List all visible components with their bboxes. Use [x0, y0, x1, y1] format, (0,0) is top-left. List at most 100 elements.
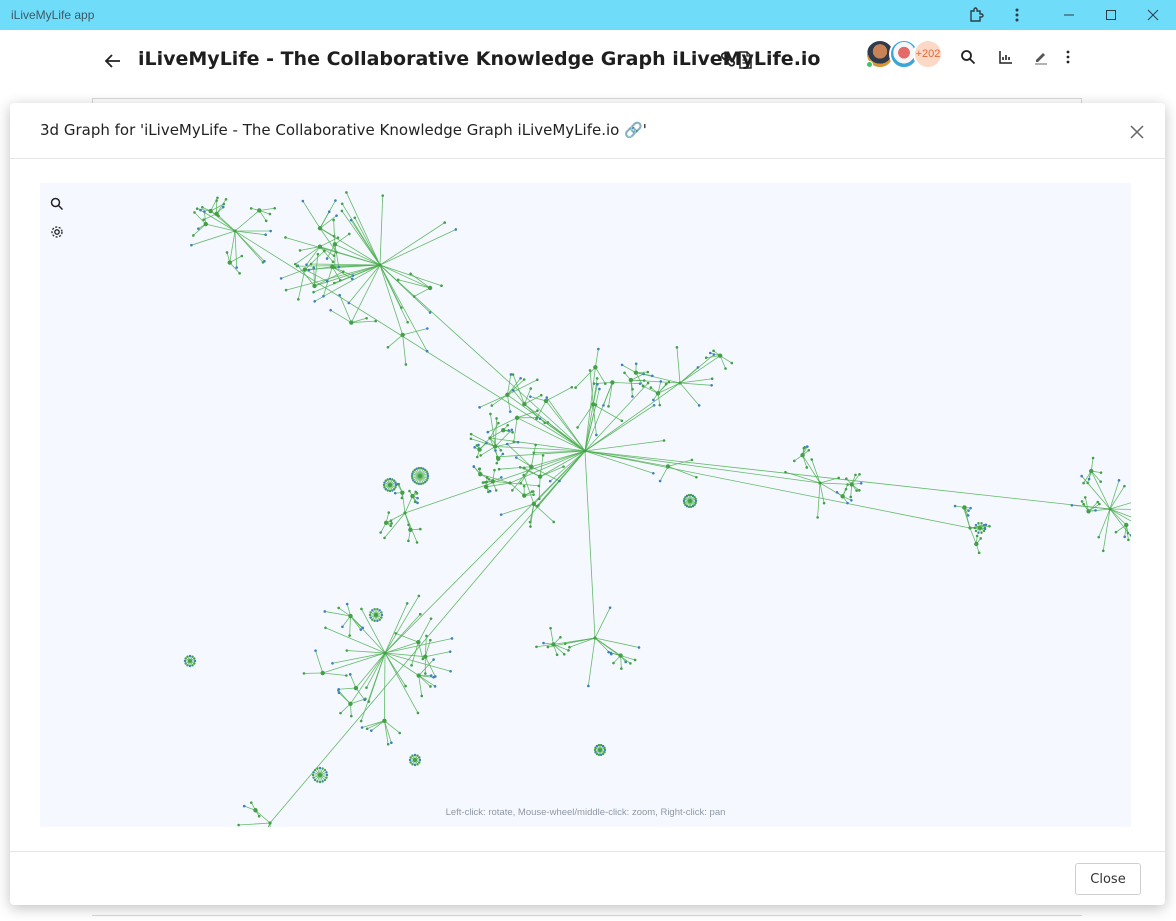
graph-node: [962, 506, 965, 510]
graph-node: [488, 436, 492, 440]
link-icon[interactable]: [720, 51, 736, 73]
graph-node: [638, 382, 642, 385]
graph-link: [538, 476, 541, 499]
graph-node: [386, 489, 389, 492]
graph-link: [238, 822, 271, 826]
graph-link: [679, 355, 721, 384]
kebab-icon[interactable]: [1057, 46, 1079, 68]
graph-node: [479, 454, 482, 457]
graph-node: [548, 479, 552, 483]
graph-node: [400, 490, 405, 495]
graph-node: [537, 474, 543, 479]
graph-node: [410, 664, 413, 667]
edit-icon[interactable]: [1030, 46, 1052, 68]
graph-node: [849, 495, 853, 499]
graph-visualization[interactable]: [40, 183, 1131, 827]
graph-node: [448, 650, 452, 653]
graph-node: [537, 497, 541, 501]
graph-node: [652, 398, 655, 402]
graph-node: [859, 481, 863, 485]
graph-node: [710, 384, 713, 387]
graph-link: [516, 417, 586, 452]
graph-node: [494, 489, 498, 492]
graph-node: [803, 446, 807, 449]
modal-close-icon[interactable]: [1126, 121, 1148, 143]
graph-canvas[interactable]: Left-click: rotate, Mouse-wheel/middle-c…: [40, 183, 1131, 827]
graph-node: [641, 384, 645, 388]
close-button[interactable]: Close: [1075, 863, 1141, 895]
graph-node: [675, 346, 679, 349]
graph-node: [331, 661, 334, 665]
graph-node: [537, 484, 541, 488]
graph-node: [349, 320, 354, 325]
graph-node: [511, 373, 515, 376]
graph-node: [318, 780, 322, 784]
graph-node: [724, 367, 727, 370]
graph-node: [221, 205, 225, 209]
modal-title: 3d Graph for 'iLiveMyLife - The Collabor…: [40, 121, 647, 139]
graph-node: [416, 496, 419, 500]
graph-node: [658, 479, 662, 483]
window-close-icon[interactable]: [1130, 0, 1176, 30]
graph-node: [529, 525, 532, 528]
graph-link: [497, 450, 586, 458]
graph-link: [499, 466, 532, 470]
graph-node: [634, 362, 638, 366]
graph-node: [332, 234, 336, 238]
document-icon[interactable]: [738, 51, 752, 73]
search-icon[interactable]: [957, 46, 979, 68]
graph-node: [609, 651, 613, 655]
maximize-icon[interactable]: [1088, 0, 1134, 30]
window-kebab-icon[interactable]: [1006, 4, 1028, 26]
graph-link: [313, 267, 315, 286]
minimize-icon[interactable]: [1046, 0, 1092, 30]
graph-node: [1099, 480, 1103, 483]
graph-search-icon[interactable]: [48, 195, 66, 213]
graph-node: [412, 470, 415, 473]
graph-node: [387, 511, 391, 514]
graph-link: [350, 615, 364, 629]
graph-link: [193, 223, 207, 236]
graph-settings-icon[interactable]: [48, 223, 66, 241]
graph-node: [386, 478, 389, 481]
graph-node: [193, 659, 197, 663]
graph-node: [563, 642, 567, 645]
graph-node: [337, 687, 341, 691]
graph-node: [494, 449, 497, 452]
graph-link: [489, 437, 586, 452]
graph-node: [411, 763, 414, 766]
graph-node: [423, 654, 428, 659]
graph-node: [418, 756, 421, 759]
back-arrow-icon[interactable]: [102, 50, 124, 72]
graph-node: [489, 412, 492, 416]
graph-node: [415, 467, 418, 470]
graph-link: [553, 644, 565, 655]
graph-node: [403, 511, 407, 515]
graph-link: [1083, 470, 1092, 484]
graph-node: [334, 199, 337, 202]
graph-node: [404, 363, 408, 366]
graph-node: [307, 268, 311, 272]
graph-node: [792, 459, 796, 463]
participants-count[interactable]: +202: [913, 39, 943, 69]
graph-node: [332, 254, 336, 257]
graph-node: [594, 746, 597, 750]
online-status-dot: [866, 61, 873, 68]
graph-link: [255, 809, 271, 824]
graph-node: [555, 653, 559, 657]
graph-link: [667, 466, 697, 478]
chart-icon[interactable]: [995, 46, 1017, 68]
graph-node: [426, 472, 429, 475]
graph-link: [549, 450, 586, 482]
graph-node: [1082, 481, 1085, 485]
graph-link: [387, 334, 403, 348]
graph-node: [810, 458, 814, 461]
graph-node: [509, 373, 513, 376]
graph-link: [384, 613, 421, 654]
graph-node: [1094, 509, 1097, 512]
participants[interactable]: +202: [865, 39, 945, 71]
extensions-icon[interactable]: [966, 4, 988, 26]
graph-node: [598, 387, 601, 391]
graph-link: [334, 243, 381, 266]
graph-node: [264, 233, 267, 237]
